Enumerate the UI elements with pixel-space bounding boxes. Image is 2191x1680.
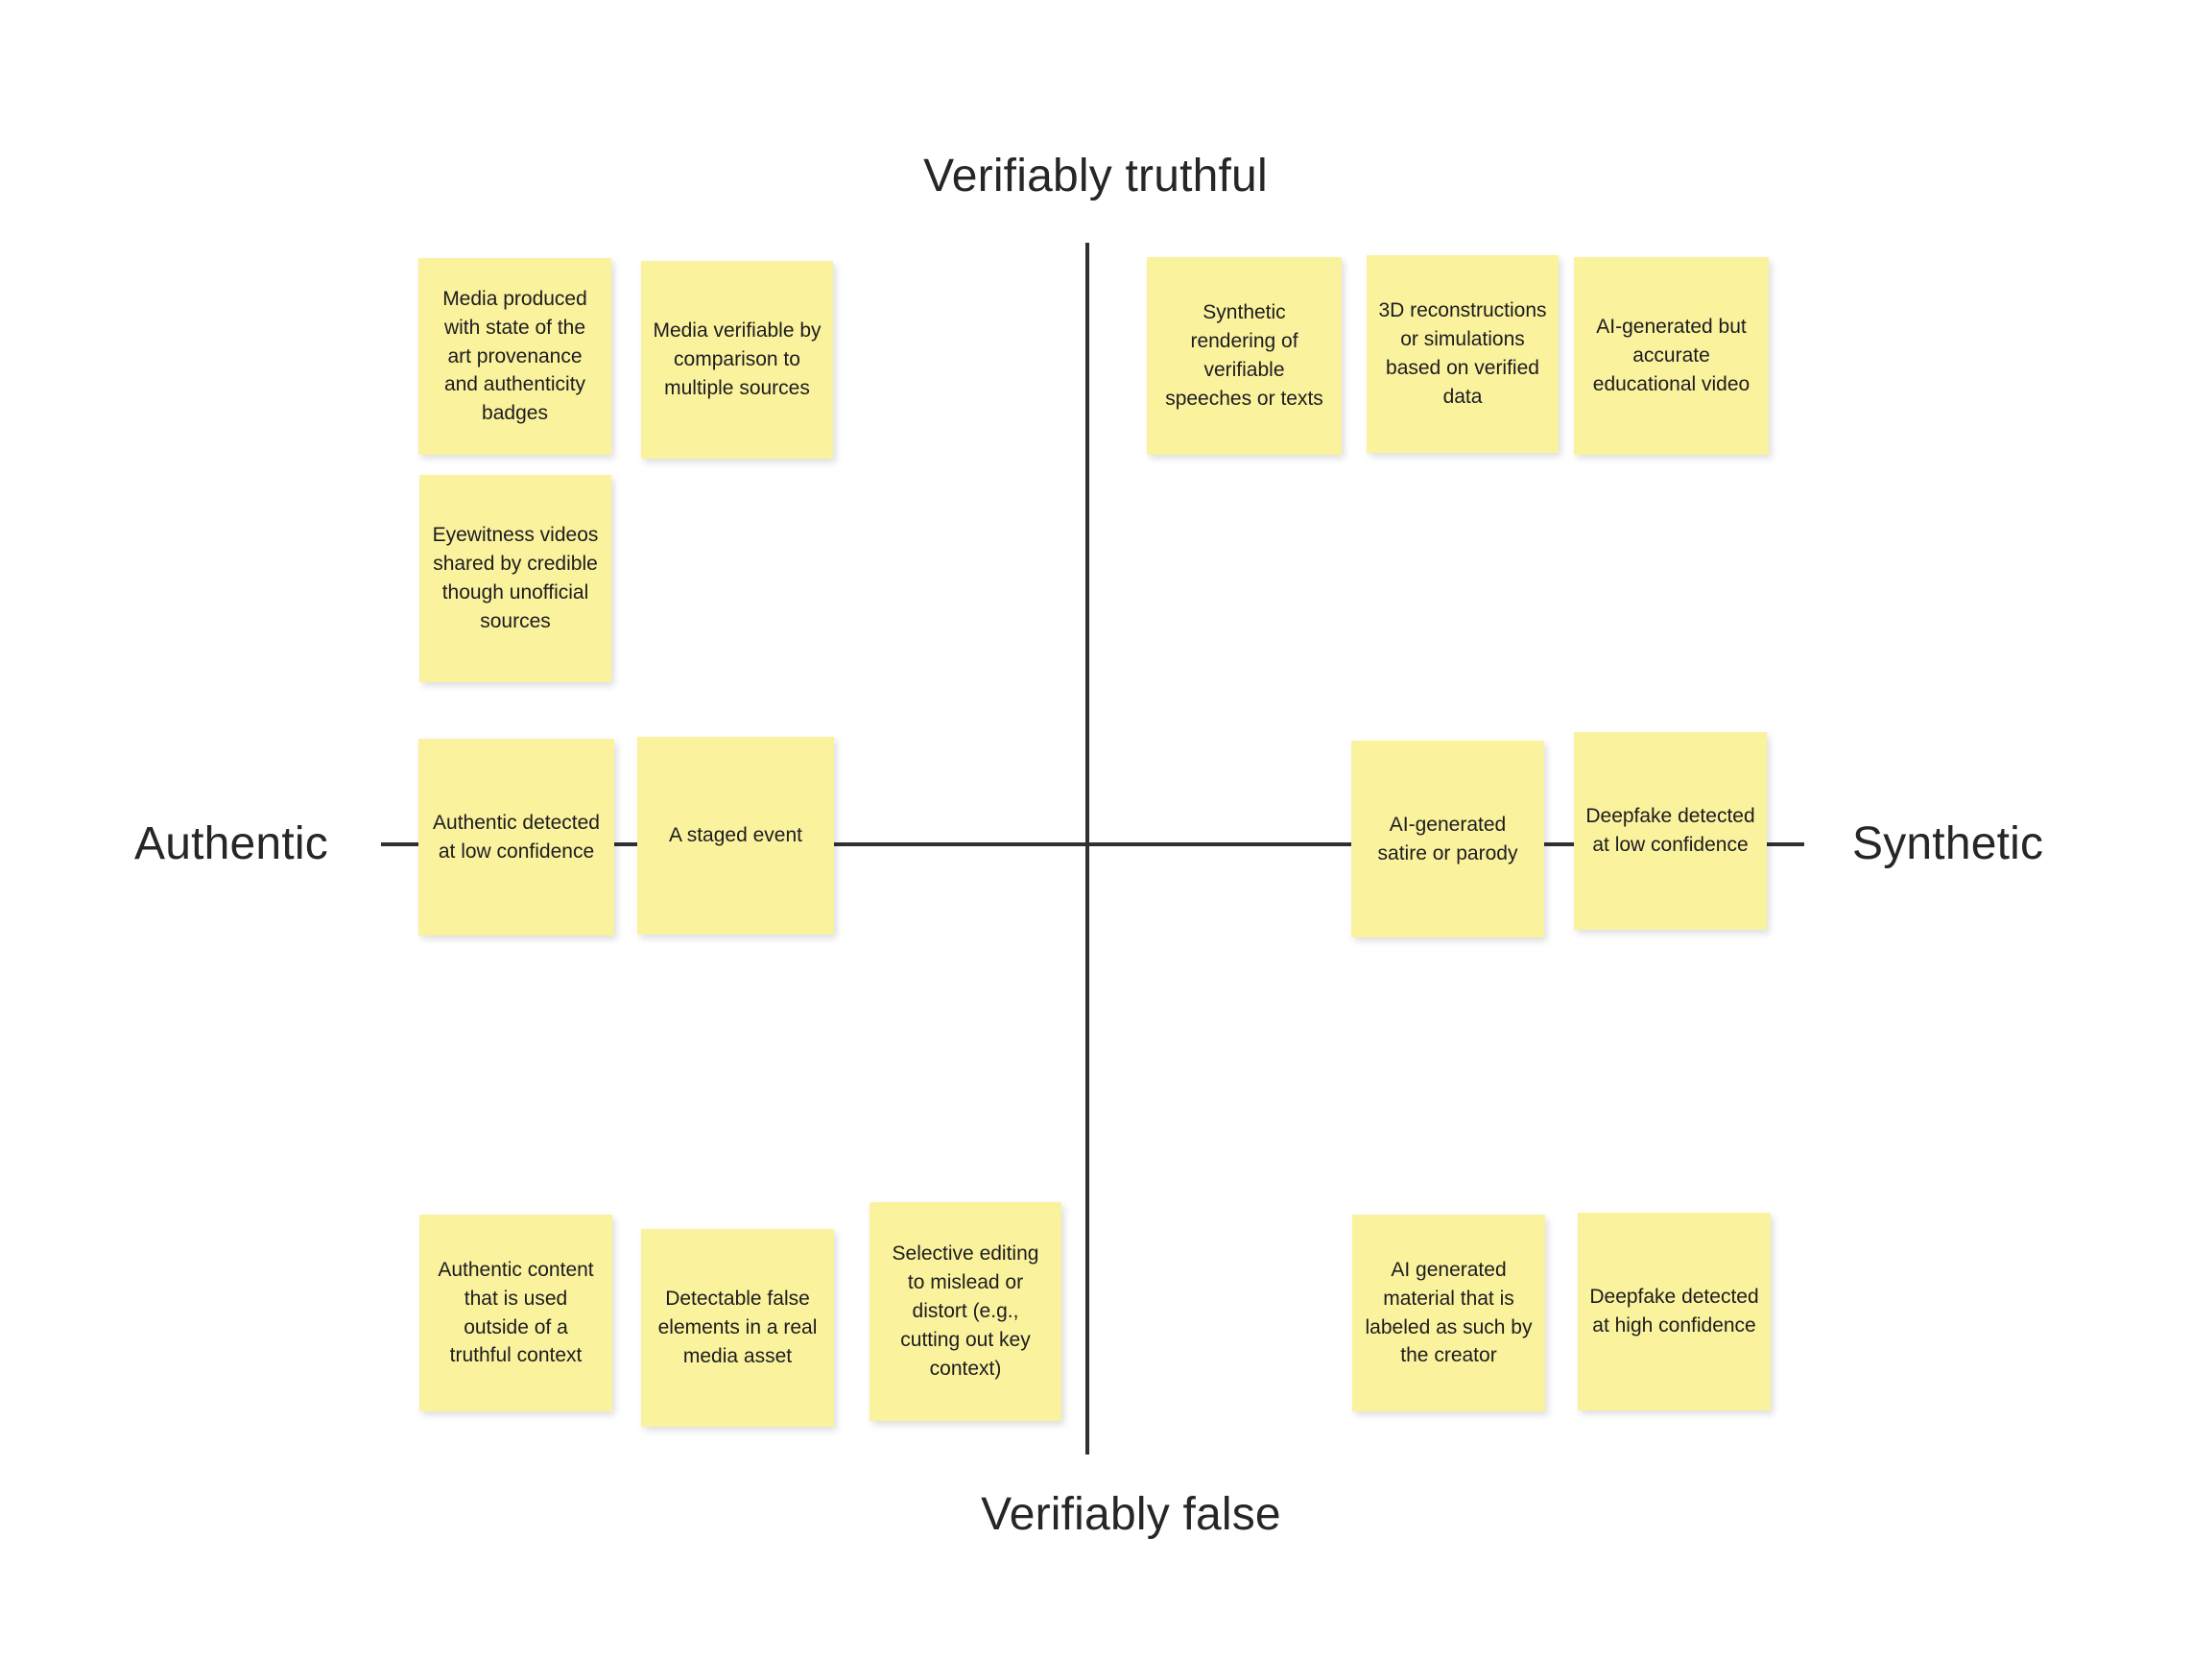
sticky-note[interactable]: Authentic detected at low confidence (418, 739, 614, 935)
sticky-note[interactable]: Deepfake detected at low confidence (1574, 732, 1767, 930)
sticky-note-text: Authentic detected at low confidence (433, 811, 600, 863)
sticky-note-text: AI-generated satire or parody (1377, 813, 1518, 864)
sticky-note[interactable]: Media verifiable by comparison to multip… (641, 261, 833, 459)
sticky-note-text: Deepfake detected at low confidence (1585, 805, 1755, 856)
sticky-note[interactable]: Media produced with state of the art pro… (418, 258, 611, 455)
sticky-note-text: Detectable false elements in a real medi… (657, 1288, 818, 1367)
sticky-note[interactable]: Detectable false elements in a real medi… (641, 1229, 834, 1427)
sticky-note[interactable]: AI-generated satire or parody (1351, 741, 1544, 937)
sticky-note[interactable]: 3D reconstructions or simulations based … (1367, 255, 1559, 453)
sticky-note[interactable]: Eyewitness videos shared by credible tho… (419, 475, 611, 682)
sticky-note-text: Deepfake detected at high confidence (1589, 1286, 1759, 1337)
sticky-note-text: Selective editing to mislead or distort … (892, 1242, 1039, 1380)
axis-label-left: Authentic (134, 818, 328, 869)
sticky-note-text: AI generated material that is labeled as… (1365, 1258, 1533, 1367)
sticky-note[interactable]: Authentic content that is used outside o… (419, 1215, 612, 1411)
vertical-axis-line (1085, 243, 1089, 1455)
horizontal-axis-line (381, 842, 1804, 846)
sticky-note-text: Eyewitness videos shared by credible tho… (432, 524, 599, 632)
sticky-note[interactable]: A staged event (637, 737, 834, 935)
axis-label-top: Verifiably truthful (923, 151, 1268, 201)
sticky-note-text: Media verifiable by comparison to multip… (653, 319, 822, 399)
sticky-note[interactable]: Deepfake detected at high confidence (1578, 1213, 1771, 1410)
sticky-note[interactable]: AI generated material that is labeled as… (1352, 1215, 1545, 1411)
axis-label-right: Synthetic (1852, 818, 2044, 869)
sticky-note-text: A staged event (669, 824, 802, 847)
sticky-note[interactable]: Synthetic rendering of verifiable speech… (1147, 257, 1342, 455)
sticky-note[interactable]: AI-generated but accurate educational vi… (1574, 257, 1769, 455)
axis-label-bottom: Verifiably false (981, 1489, 1281, 1540)
sticky-note-text: Media produced with state of the art pro… (442, 287, 587, 425)
sticky-note-text: AI-generated but accurate educational vi… (1592, 316, 1750, 395)
sticky-note[interactable]: Selective editing to mislead or distort … (869, 1202, 1061, 1421)
sticky-note-text: 3D reconstructions or simulations based … (1378, 299, 1547, 408)
sticky-note-text: Authentic content that is used outside o… (438, 1258, 594, 1367)
sticky-note-text: Synthetic rendering of verifiable speech… (1165, 301, 1323, 410)
